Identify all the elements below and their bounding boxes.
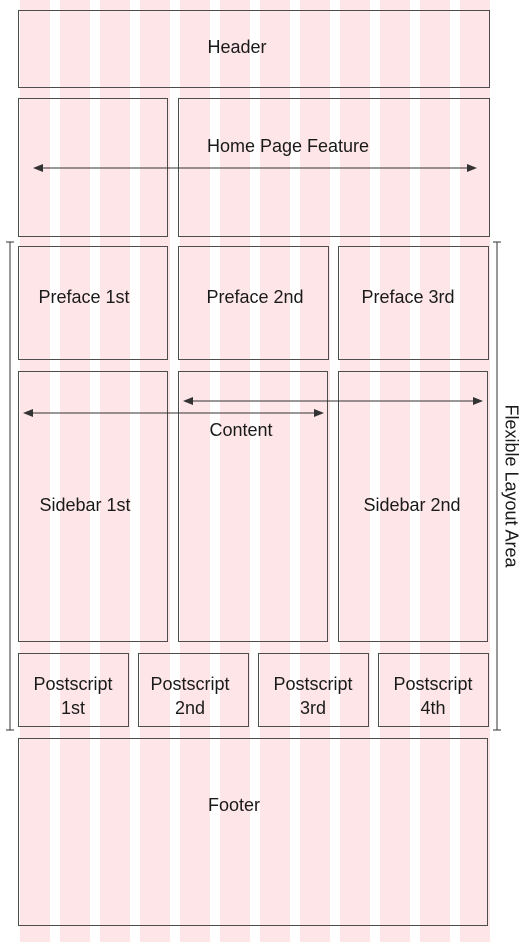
sidebar-1-region (18, 371, 168, 642)
footer-label: Footer (207, 795, 261, 815)
footer-region (18, 738, 488, 926)
preface-3-region (338, 246, 489, 360)
postscript-4-label: Postscript 4th (393, 672, 472, 720)
preface-1-label: Preface 1st (38, 287, 130, 307)
postscript-4-region (378, 653, 489, 727)
feature-label: Home Page Feature (206, 136, 370, 156)
content-region (178, 371, 328, 642)
postscript-1-line2: 1st (60, 698, 85, 718)
postscript-3-line2: 3rd (299, 698, 326, 718)
preface-2-label: Preface 2nd (206, 287, 304, 307)
sidebar-2-label: Sidebar 2nd (363, 495, 461, 515)
content-label: Content (209, 420, 273, 440)
postscript-1-label: Postscript 1st (33, 672, 112, 720)
left-bracket (6, 241, 14, 731)
sidebar-1-label: Sidebar 1st (39, 495, 131, 515)
postscript-1-region (18, 653, 129, 727)
header-region (18, 10, 490, 88)
right-bracket (493, 241, 501, 731)
postscript-3-region (258, 653, 369, 727)
header-label: Header (207, 37, 267, 57)
postscript-2-label: Postscript 2nd (150, 672, 229, 720)
preface-2-region (178, 246, 329, 360)
postscript-2-line1: Postscript (150, 674, 230, 694)
sidebar-2-region (338, 371, 488, 642)
postscript-4-line1: Postscript (393, 674, 473, 694)
postscript-2-region (138, 653, 249, 727)
grid-columns-background (20, 0, 490, 942)
preface-1-region (18, 246, 168, 360)
flexible-layout-area-label: Flexible Layout Area (501, 404, 522, 568)
postscript-3-label: Postscript 3rd (273, 672, 352, 720)
postscript-4-line2: 4th (420, 698, 446, 718)
postscript-3-line1: Postscript (273, 674, 353, 694)
postscript-1-line1: Postscript (33, 674, 113, 694)
preface-3-label: Preface 3rd (361, 287, 455, 307)
postscript-2-line2: 2nd (174, 698, 206, 718)
